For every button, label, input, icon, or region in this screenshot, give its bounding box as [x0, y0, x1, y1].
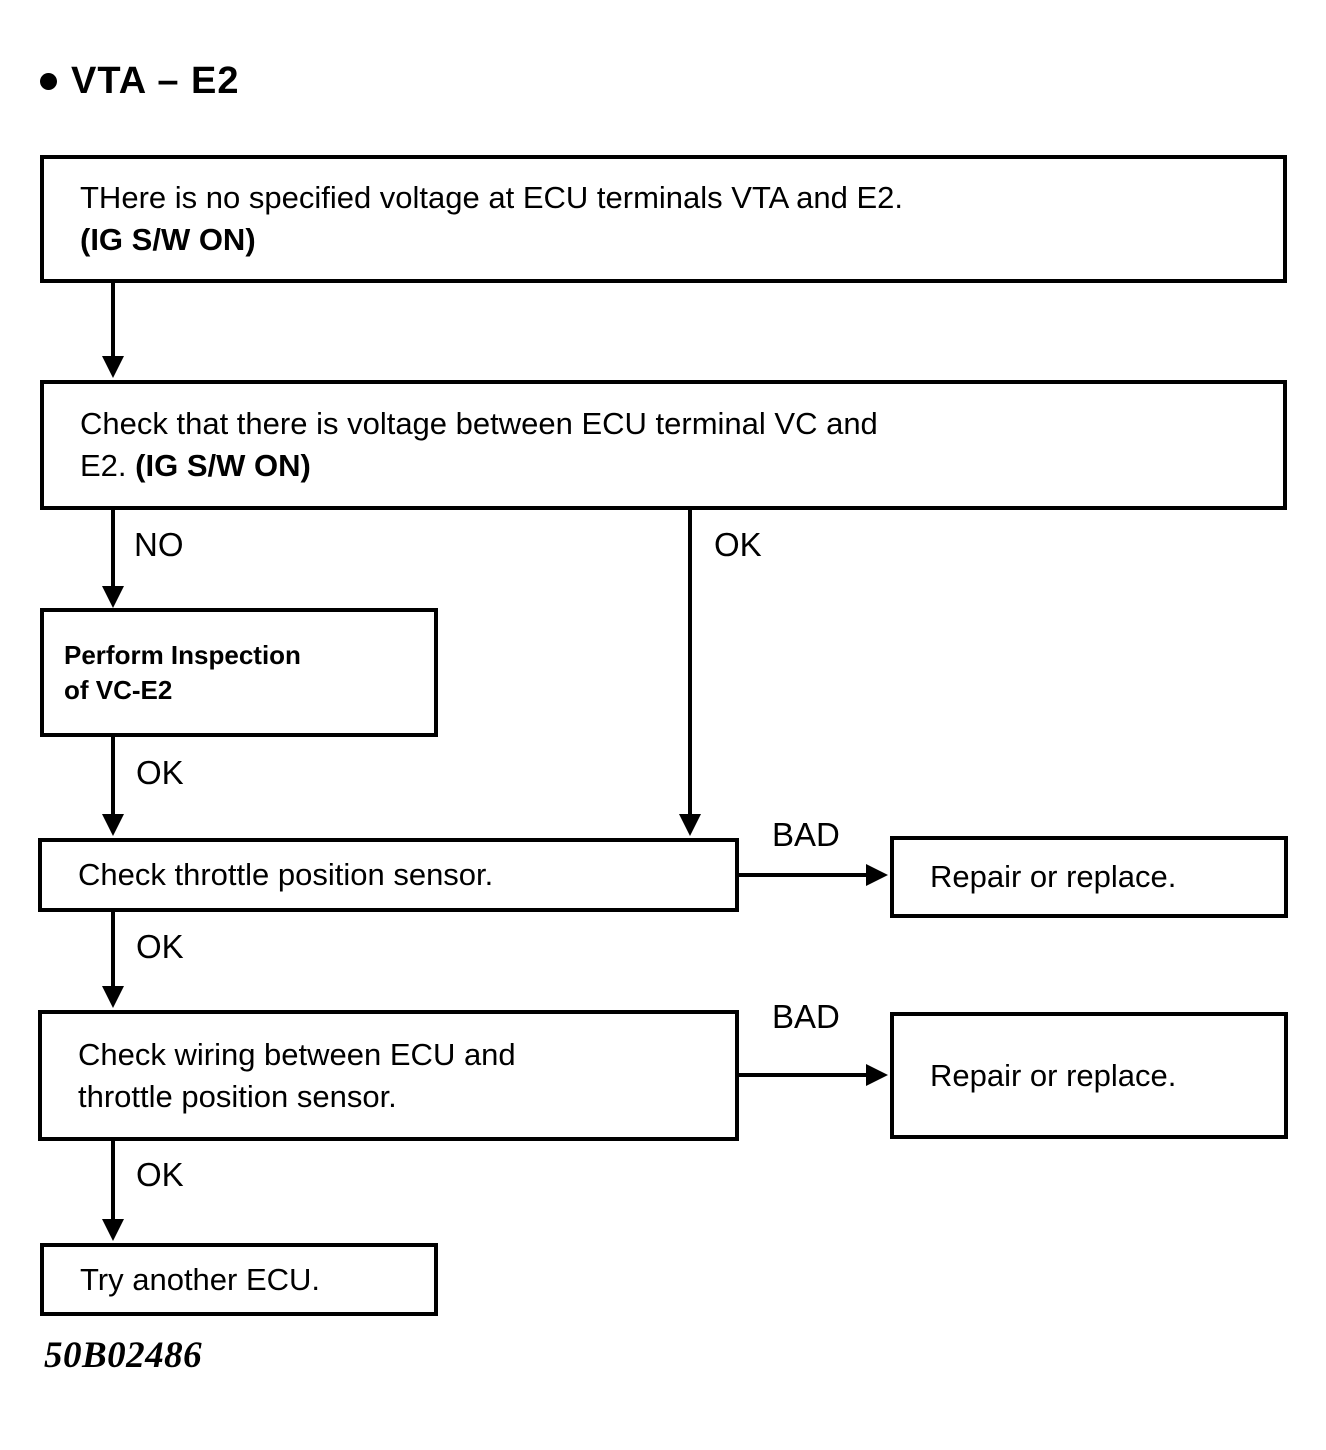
node-check-vc-voltage: Check that there is voltage between ECU …	[40, 380, 1287, 510]
node-check-throttle-position-sensor: Check throttle position sensor.	[38, 838, 739, 912]
arrowhead-checkvc-no	[102, 586, 124, 608]
page-title: VTA – E2	[40, 62, 240, 100]
connector-problem-to-checkvc	[111, 283, 115, 358]
node-check-vc-line2: E2. (IG S/W ON)	[44, 445, 1283, 487]
node-check-tps-line1: Check throttle position sensor.	[78, 857, 494, 893]
node-problem-statement: THere is no specified voltage at ECU ter…	[40, 155, 1287, 283]
node-perform-line2: of VC-E2	[64, 674, 173, 705]
connector-tps-bad	[739, 873, 873, 877]
edge-label-no: NO	[134, 526, 184, 563]
node-check-wiring-line1: Check wiring between ECU and	[78, 1036, 516, 1072]
edge-label-bad-wiring: BAD	[772, 998, 840, 1035]
arrowhead-tps-ok	[102, 986, 124, 1008]
arrowhead-tps-bad	[866, 864, 888, 886]
edge-label-ok-wiring: OK	[136, 1156, 184, 1193]
edge-label-ok-tps: OK	[136, 928, 184, 965]
arrowhead-wiring-ok	[102, 1219, 124, 1241]
node-check-vc-line2-text: E2. (IG S/W ON)	[80, 448, 311, 483]
edge-label-ok-checkvc: OK	[714, 526, 762, 563]
node-check-wiring: Check wiring between ECU and throttle po…	[38, 1010, 739, 1141]
arrowhead-perform-ok	[102, 814, 124, 836]
edge-label-bad-tps: BAD	[772, 816, 840, 853]
node-try-another-ecu: Try another ECU.	[40, 1243, 438, 1316]
node-repair-2-line1: Repair or replace.	[930, 1057, 1177, 1093]
figure-id-label: 50B02486	[44, 1335, 203, 1376]
arrowhead-wiring-bad	[866, 1064, 888, 1086]
connector-tps-ok	[111, 912, 115, 992]
node-perform-line1: Perform Inspection	[64, 640, 301, 671]
connector-checkvc-no	[111, 510, 115, 588]
node-repair-1-line1: Repair or replace.	[930, 859, 1177, 895]
node-problem-line1: THere is no specified voltage at ECU ter…	[80, 180, 904, 216]
node-repair-or-replace-2: Repair or replace.	[890, 1012, 1288, 1139]
node-repair-or-replace-1: Repair or replace.	[890, 836, 1288, 918]
arrowhead-problem-to-checkvc	[102, 356, 124, 378]
edge-label-ok-perform: OK	[136, 754, 184, 791]
arrowhead-checkvc-ok	[679, 814, 701, 836]
connector-checkvc-ok	[688, 510, 692, 820]
node-try-ecu-line1: Try another ECU.	[80, 1261, 321, 1297]
node-check-wiring-line2: throttle position sensor.	[78, 1078, 397, 1114]
connector-perform-ok	[111, 737, 115, 820]
node-problem-line2: (IG S/W ON)	[80, 222, 256, 257]
connector-wiring-ok	[111, 1141, 115, 1223]
node-perform-inspection: Perform Inspection of VC-E2	[40, 608, 438, 737]
node-check-vc-line1: Check that there is voltage between ECU …	[80, 406, 878, 442]
bullet-dot-icon	[40, 72, 57, 90]
connector-wiring-bad	[739, 1073, 873, 1077]
page-title-label: VTA – E2	[71, 60, 240, 102]
